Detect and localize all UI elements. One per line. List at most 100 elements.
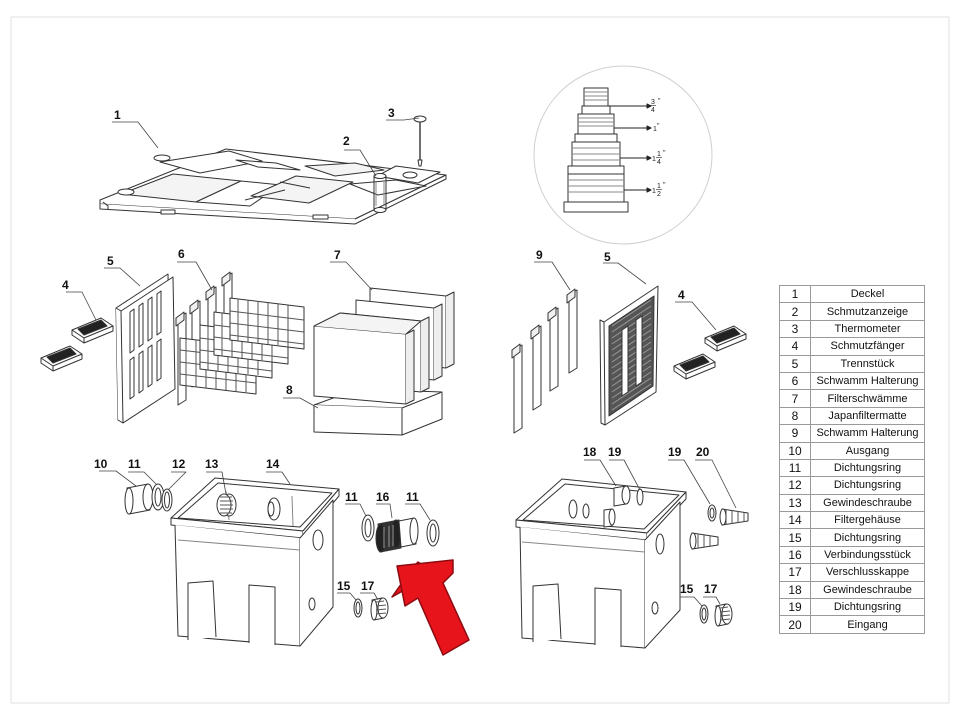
seal-ring-15-right <box>699 604 709 624</box>
callout-17-right: 17 <box>704 582 718 596</box>
callout-11-b: 11 <box>345 490 358 504</box>
callout-19-a: 19 <box>608 445 622 459</box>
callout-5-right: 5 <box>604 250 611 264</box>
size-label-unit-2: " <box>657 123 660 130</box>
part-name: Gewindeschraube <box>810 493 925 513</box>
seal-ring-12 <box>161 488 173 512</box>
seal-ring-15-left <box>353 598 363 618</box>
callout-16: 16 <box>376 490 390 504</box>
callout-8: 8 <box>286 383 293 397</box>
callout-11-c: 11 <box>406 490 419 504</box>
callout-3: 3 <box>388 106 395 120</box>
part-number: 15 <box>779 528 811 547</box>
part-number: 20 <box>779 615 811 634</box>
part-name: Dichtungsring <box>810 476 925 495</box>
callout-20: 20 <box>696 445 710 459</box>
size-label-den-4: 2 <box>657 191 661 198</box>
callout-12: 12 <box>172 457 186 471</box>
part-name: Dichtungsring <box>810 458 925 478</box>
part-number: 10 <box>779 441 811 460</box>
part-name: Ausgang <box>810 441 925 460</box>
outlet <box>124 483 154 515</box>
threaded-nut-18 <box>603 485 631 528</box>
thermometer <box>413 115 427 167</box>
size-label-den-3: 4 <box>657 159 661 166</box>
callout-7: 7 <box>334 248 341 262</box>
size-label-num-3: 1 <box>657 151 661 158</box>
part-number: 14 <box>779 511 811 530</box>
part-name: Gewindeschraube <box>810 580 925 600</box>
inlet-20 <box>689 508 749 550</box>
cap-17-left <box>370 597 389 621</box>
size-label-den-1: 4 <box>651 107 655 114</box>
size-label-whole-4: 1 <box>652 188 656 195</box>
callout-6: 6 <box>178 247 185 261</box>
part-number: 3 <box>779 319 811 339</box>
part-name: Dichtungsring <box>810 598 925 617</box>
part-name: Schwamm Halterung <box>810 371 925 391</box>
part-number: 13 <box>779 493 811 513</box>
leader-lines <box>66 117 737 607</box>
callout-9: 9 <box>536 248 543 262</box>
callout-15-left: 15 <box>337 579 351 593</box>
part-number: 18 <box>779 580 811 600</box>
callout-13: 13 <box>205 457 219 471</box>
part-name: Schwamm Halterung <box>810 424 925 443</box>
threaded-nut-13 <box>216 493 237 517</box>
part-name: Deckel <box>810 284 925 304</box>
size-label-unit-4: " <box>663 182 666 189</box>
part-name: Trennstück <box>810 354 925 373</box>
part-number: 7 <box>779 389 811 408</box>
callout-5-left: 5 <box>107 254 114 268</box>
part-name: Filterschwämme <box>810 389 925 408</box>
part-number: 12 <box>779 476 811 495</box>
size-label-unit-1: " <box>658 98 661 105</box>
sponge-holders-right <box>511 288 578 434</box>
callouts: 1 2 3 4 5 6 7 8 9 5 4 10 11 12 13 14 11 … <box>62 106 718 596</box>
part-name: Verbindungsstück <box>810 545 925 565</box>
callout-4-right: 4 <box>678 288 685 302</box>
size-label-whole-3: 1 <box>652 156 656 163</box>
size-label-num-4: 1 <box>657 183 661 190</box>
lid <box>99 148 447 225</box>
seal-ring-19-outer <box>707 504 717 522</box>
callout-2: 2 <box>343 134 350 148</box>
divider-right <box>599 285 659 426</box>
divider-left <box>115 273 176 424</box>
callout-15-right: 15 <box>680 582 694 596</box>
dirt-trap-right <box>673 325 747 380</box>
size-label-num-1: 3 <box>651 99 655 106</box>
part-name: Verschlusskappe <box>810 563 925 582</box>
part-name: Dichtungsring <box>810 528 925 547</box>
seal-ring-19-inner <box>636 488 644 506</box>
highlight-arrow-body <box>396 559 470 656</box>
part-number: 2 <box>779 302 811 321</box>
part-number: 6 <box>779 371 811 391</box>
part-name: Schmutzanzeige <box>810 302 925 321</box>
part-number: 11 <box>779 458 811 478</box>
seal-ring-11b <box>361 514 375 542</box>
part-name: Schmutzfänger <box>810 337 925 356</box>
callout-4-left: 4 <box>62 278 69 292</box>
part-number: 1 <box>779 284 811 304</box>
part-name: Filtergehäuse <box>810 511 925 530</box>
page-frame <box>10 16 950 704</box>
callout-1: 1 <box>114 108 121 122</box>
part-number: 4 <box>779 337 811 356</box>
